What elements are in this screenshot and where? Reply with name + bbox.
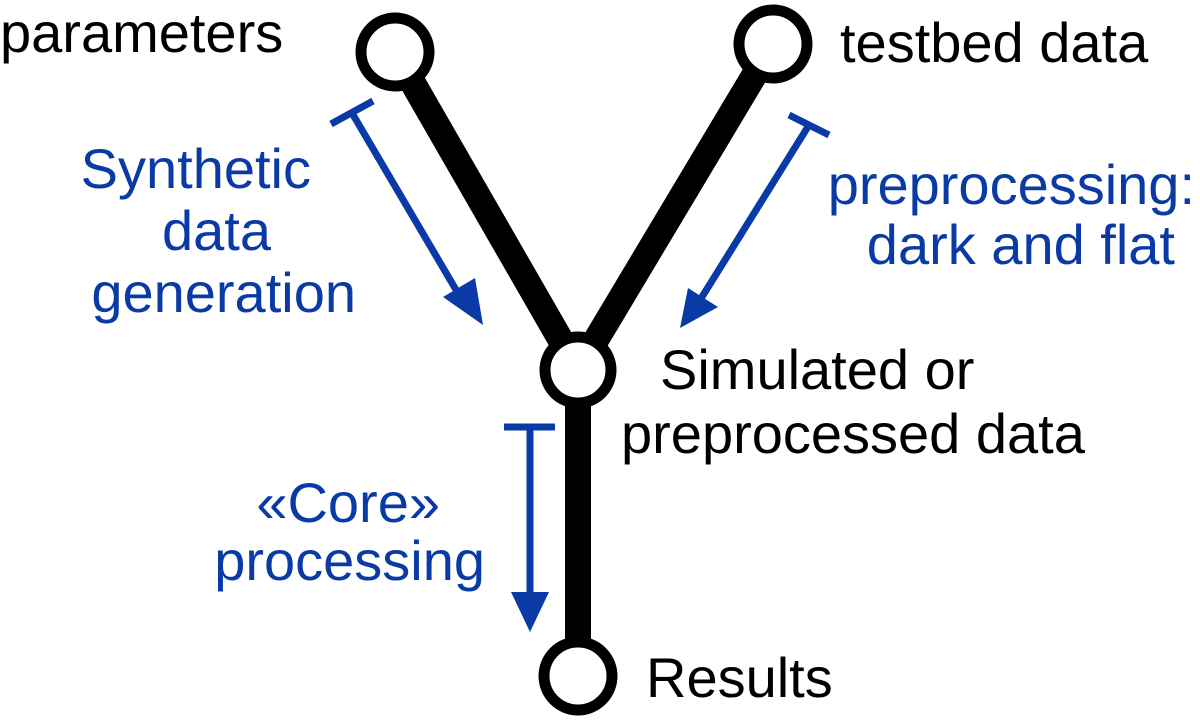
node-testbed xyxy=(733,4,813,84)
edge-parameters-to-merge xyxy=(382,39,591,383)
node-merge xyxy=(539,331,617,409)
label-synthetic-line3: generation xyxy=(91,261,356,324)
label-parameters: parameters xyxy=(0,1,283,64)
arrow-synthetic-generation xyxy=(329,97,483,325)
label-preprocessing-line2: dark and flat xyxy=(867,213,1176,276)
label-core-line1: «Core» xyxy=(256,471,440,534)
arrow-core-processing xyxy=(504,423,555,632)
arrow-preprocessing xyxy=(680,111,831,328)
label-merge-line1: Simulated or xyxy=(660,338,974,401)
label-merge-line2: preprocessed data xyxy=(621,402,1086,465)
label-synthetic-line2: data xyxy=(162,199,272,262)
node-results xyxy=(538,636,618,716)
node-parameters xyxy=(355,12,435,92)
label-preprocessing-line1: preprocessing: xyxy=(828,153,1195,216)
label-synthetic-line1: Synthetic xyxy=(81,137,311,200)
edge-testbed-to-merge xyxy=(565,31,786,383)
label-results: Results xyxy=(646,646,833,709)
label-core-line2: processing xyxy=(214,529,485,592)
label-testbed-data: testbed data xyxy=(840,11,1149,74)
